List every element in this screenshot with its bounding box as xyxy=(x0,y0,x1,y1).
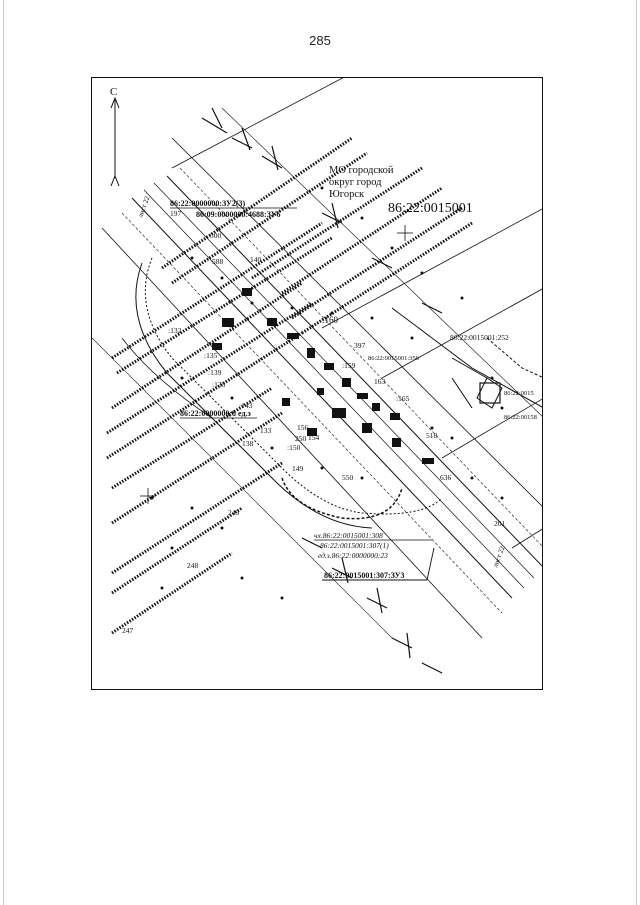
municipality-line-1: МО городской xyxy=(329,165,394,176)
north-arrow-icon xyxy=(110,96,120,187)
parcel-number-labels: 197 500 588 140 :160 397 :159 163 :165 :… xyxy=(122,209,506,635)
parcel-number: :159 xyxy=(342,361,356,370)
utility-crossings-bottom xyxy=(301,537,443,674)
scan-edge-right xyxy=(636,0,637,905)
utility-crossings-top xyxy=(201,107,443,314)
parcel-number: 248 xyxy=(187,561,199,570)
zu3-label: 86:22:0015001:307:ЗУ3 xyxy=(324,571,405,580)
feature-cluster xyxy=(212,288,434,464)
cadastral-block-label: 86:22:0015001 xyxy=(388,201,473,216)
parcel-number: 636 xyxy=(440,473,452,482)
north-label: С xyxy=(110,86,117,98)
right-structure xyxy=(391,307,542,409)
parcel-number: 550 xyxy=(342,473,354,482)
parcel-number: 250 xyxy=(295,434,307,443)
parcel-number: :160 xyxy=(322,315,339,325)
parcel-number: :135 xyxy=(212,380,226,389)
parcel-number: 247 xyxy=(122,626,134,635)
list22-top-label: лист 22 xyxy=(136,195,151,219)
parcel-number: :165 xyxy=(396,394,410,403)
parcel-number: 518 xyxy=(426,431,438,440)
parcel-number: 201 xyxy=(494,519,506,528)
zu2-label: 86:22:0000000:ЗУ2(3) xyxy=(170,199,246,208)
edge-right-label-1: 86:22:0015 xyxy=(504,390,534,397)
parcel-number: 156 xyxy=(297,423,309,432)
parcel-number: 154 xyxy=(308,433,320,442)
lot252-label: 86:22:0015001:252 xyxy=(450,333,509,342)
diagonal-boundaries xyxy=(171,78,542,549)
parcel-number: 397 xyxy=(354,341,366,350)
parcel-number: :139 xyxy=(208,368,222,377)
parcel-number: 197 xyxy=(170,209,182,218)
zu6-label: 86:09:0000000:4688:ЗУ6 xyxy=(196,210,281,219)
ez23-label: ед.з.86:22:0000000:23 xyxy=(318,551,388,560)
page-number: 285 xyxy=(309,33,331,48)
pipeline-bands xyxy=(106,136,473,635)
municipality-line-3: Югорск xyxy=(329,189,365,200)
parcel-number: :143 xyxy=(239,401,253,410)
parcel-number: :132 xyxy=(168,326,182,335)
parcel-number: 149 xyxy=(292,464,304,473)
parcel-number: 249 xyxy=(228,508,240,517)
map-drawing: С xyxy=(92,78,542,674)
point-markers xyxy=(150,186,504,600)
scan-edge-left xyxy=(3,0,4,905)
survey-cross-marks xyxy=(140,225,413,504)
cx308-label: чх.86:22:0015001:308 xyxy=(314,531,383,540)
parcel-number: 500 xyxy=(210,231,222,240)
edge-right-label-2: 86:22:00158 xyxy=(504,414,537,421)
parcel-number: :150 xyxy=(287,443,301,452)
parcel-number: :135 xyxy=(204,351,218,360)
parcel-number: 588 xyxy=(212,257,224,266)
parcel-number: 138 xyxy=(242,439,254,448)
lot356-label: 86:22:0015001:356 xyxy=(368,355,420,362)
parcel-number: 163 xyxy=(374,377,386,386)
cx307-label: 86:22:0015001:307(1) xyxy=(320,541,389,550)
parcel-number: 140 xyxy=(250,255,262,264)
municipality-line-2: округ город xyxy=(329,177,382,188)
ed3-label: 86:22:0000000:8 ед.з xyxy=(180,409,251,418)
parcel-number: 133 xyxy=(260,426,272,435)
cadastral-map: С xyxy=(91,77,543,690)
curved-lines xyxy=(121,257,443,529)
